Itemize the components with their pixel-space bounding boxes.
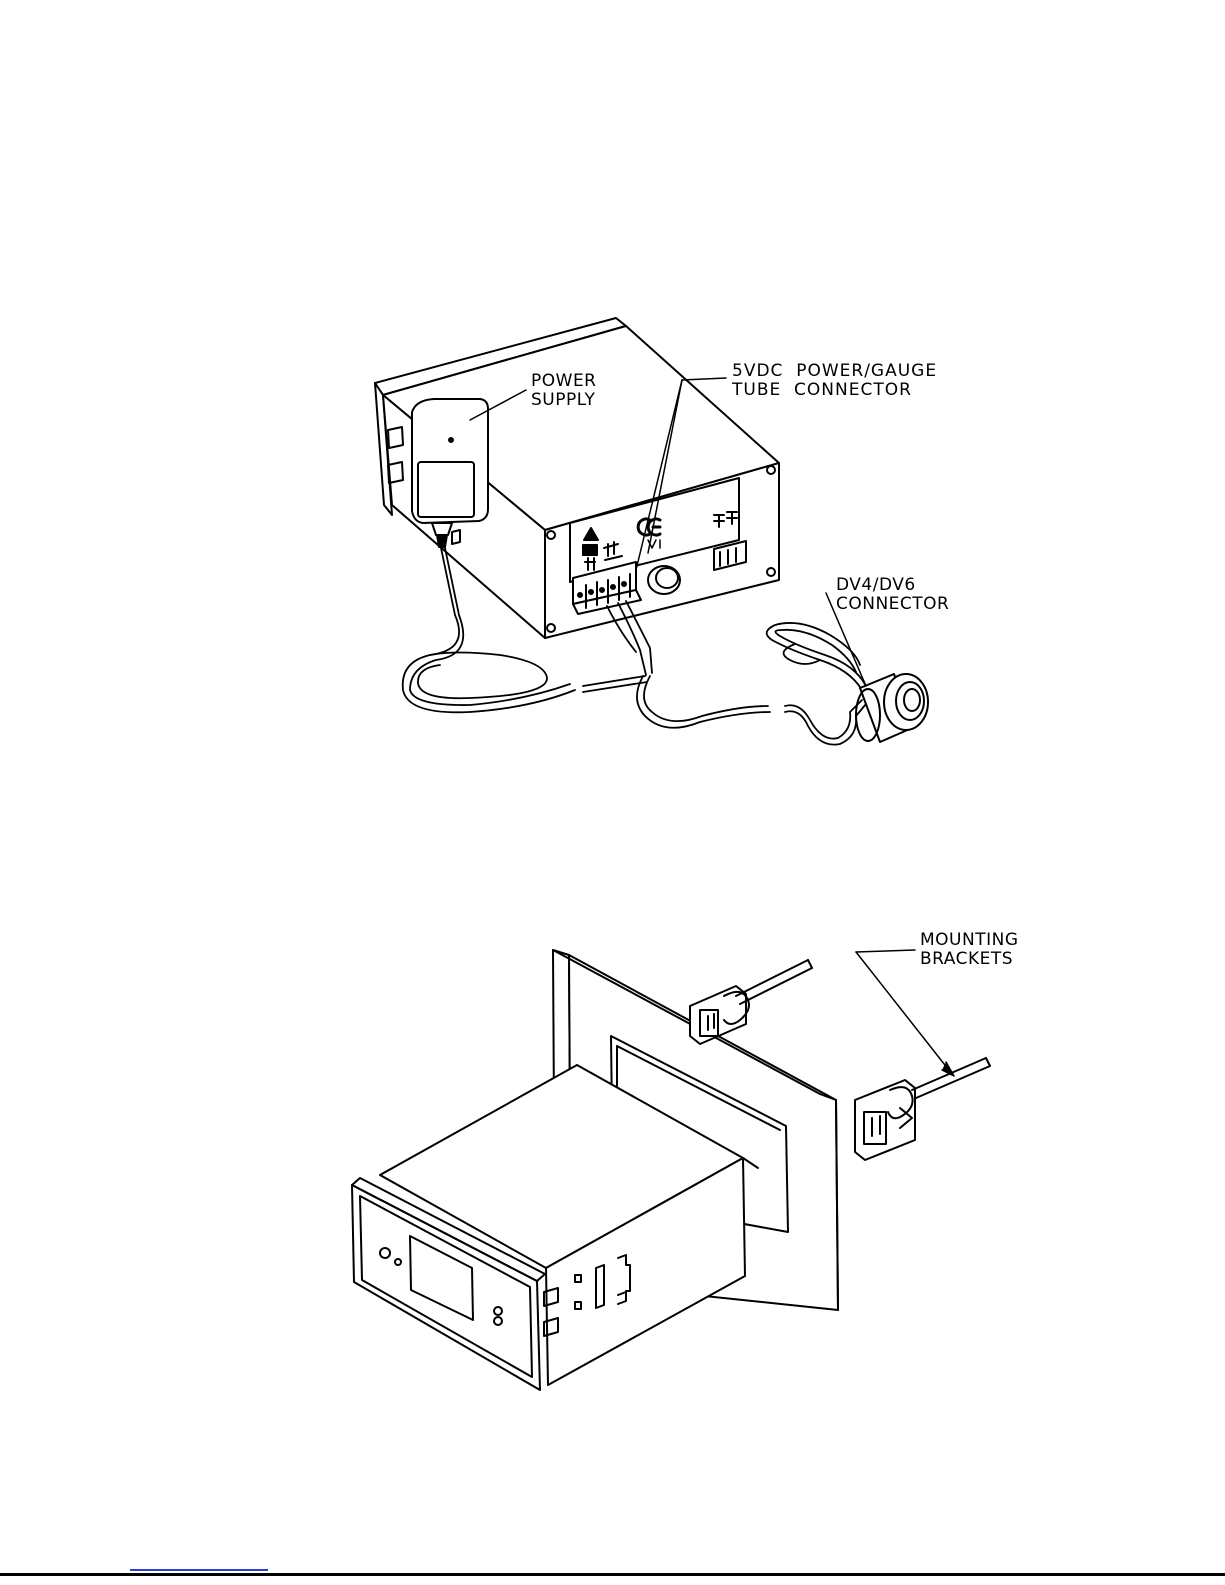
round-rear-connector	[648, 566, 680, 594]
mounting-brackets-label-line-1: MOUNTING	[920, 931, 1019, 950]
page-bottom-rule	[0, 1573, 1225, 1576]
mounting-brackets-label-line-2: BRACKETS	[920, 950, 1019, 969]
power-gauge-connector-label: 5VDC POWER/GAUGE TUBE CONNECTOR	[732, 362, 937, 400]
dv-connector-label: DV4/DV6 CONNECTOR	[836, 576, 949, 614]
mounting-bracket-upper	[690, 960, 812, 1044]
mounting-bracket-lower	[855, 1058, 990, 1160]
dv-connector-label-line-2: CONNECTOR	[836, 595, 949, 614]
mounting-brackets-label: MOUNTING BRACKETS	[920, 931, 1019, 969]
gauge-tube-cable	[607, 601, 866, 745]
panel-mounting-diagram	[0, 900, 1225, 1420]
power-supply-label-line-1: POWER	[531, 372, 597, 391]
power-gauge-connector-label-line-2: TUBE CONNECTOR	[732, 381, 937, 400]
power-supply-label-line-2: SUPPLY	[531, 391, 597, 410]
dv-connector-label-line-1: DV4/DV6	[836, 576, 949, 595]
power-supply-label: POWER SUPPLY	[531, 372, 597, 410]
rear-connections-diagram	[0, 0, 1225, 820]
footer-link-underline[interactable]	[130, 1569, 268, 1571]
dv-gauge-connector	[856, 674, 928, 742]
power-gauge-connector-label-line-1: 5VDC POWER/GAUGE	[732, 362, 937, 381]
